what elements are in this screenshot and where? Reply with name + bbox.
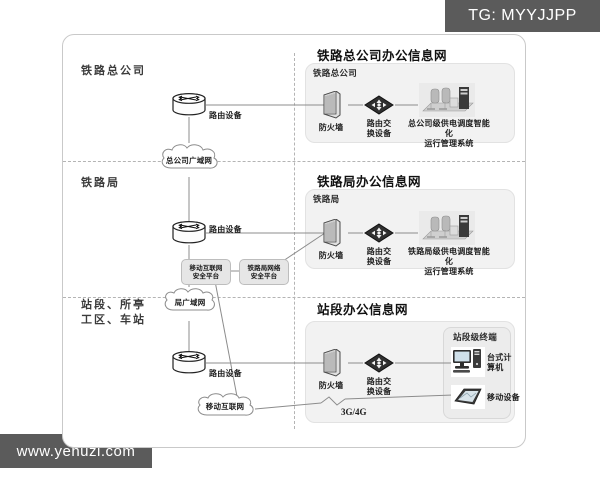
firewall-bureau-label: 防火墙 [318,251,344,260]
cloud-bureau-wan-label: 局广域网 [174,298,206,307]
firewall-station-label: 防火墙 [318,381,344,390]
router-headquarters[interactable] [172,93,206,120]
terminal-desktop-computer[interactable] [451,347,485,381]
switch-headquarters[interactable] [363,94,395,120]
wireless-link-label: 3G/4G [341,407,367,417]
system-headquarters-label: 总公司级供电调度智能化 运行管理系统 [408,119,490,148]
cloud-mobile-internet-label: 移动互联网 [205,402,245,411]
router-bureau-label: 路由设备 [209,225,242,234]
column-divider [294,53,295,429]
router-station-label: 路由设备 [209,369,242,378]
switch-bureau-label: 路由交 换设备 [366,247,392,266]
cloud-headquarters-wan-label: 总公司广域网 [165,156,213,165]
network-diagram-frame: 铁路总公司 铁路局 站段、所亭 工区、车站 铁路总公司办公信息网 铁路局办公信息… [62,34,526,448]
firewall-headquarters[interactable] [321,90,341,123]
terminal-mobile-device-label: 移动设备 [487,393,520,402]
firewall-headquarters-label: 防火墙 [318,123,344,132]
switch-station[interactable] [363,352,395,378]
panel-title-station-terminals: 站段级终端 [453,333,498,343]
zone-label-station: 站段、所亭 工区、车站 [81,298,146,326]
zone-label-bureau: 铁路局 [81,176,120,189]
terminal-desktop-computer-label: 台式计 算机 [487,353,512,372]
system-bureau-label: 铁路局级供电调度智能化 运行管理系统 [408,247,490,276]
panel-title-headquarters: 铁路总公司 [313,69,358,79]
router-bureau[interactable] [172,221,206,248]
telegram-watermark-tag: TG: MYYJJPP [445,0,600,32]
cloud-bureau-wan[interactable] [159,285,221,325]
system-bureau[interactable] [419,211,475,249]
switch-bureau[interactable] [363,222,395,248]
firewall-bureau[interactable] [321,218,341,251]
router-station[interactable] [172,351,206,378]
switch-headquarters-label: 路由交 换设备 [366,119,392,138]
panel-bureau [305,189,515,269]
cloud-headquarters-wan[interactable] [155,141,225,183]
firewall-station[interactable] [321,348,341,381]
security-platform-mobile-internet[interactable]: 移动互联网 安全平台 [181,259,231,285]
security-platform-bureau-network[interactable]: 铁路局网络 安全平台 [239,259,289,285]
switch-station-label: 路由交 换设备 [366,377,392,396]
section-title-bureau-net: 铁路局办公信息网 [317,174,422,189]
connector-wires [188,104,454,410]
panel-title-bureau: 铁路局 [313,195,340,205]
cloud-mobile-internet[interactable] [191,391,261,429]
router-headquarters-label: 路由设备 [209,111,242,120]
section-title-headquarters-net: 铁路总公司办公信息网 [317,48,448,63]
section-title-station-net: 站段办公信息网 [317,302,409,317]
system-headquarters[interactable] [419,83,475,121]
zone-label-headquarters: 铁路总公司 [81,64,146,77]
terminal-mobile-device[interactable] [451,385,485,413]
